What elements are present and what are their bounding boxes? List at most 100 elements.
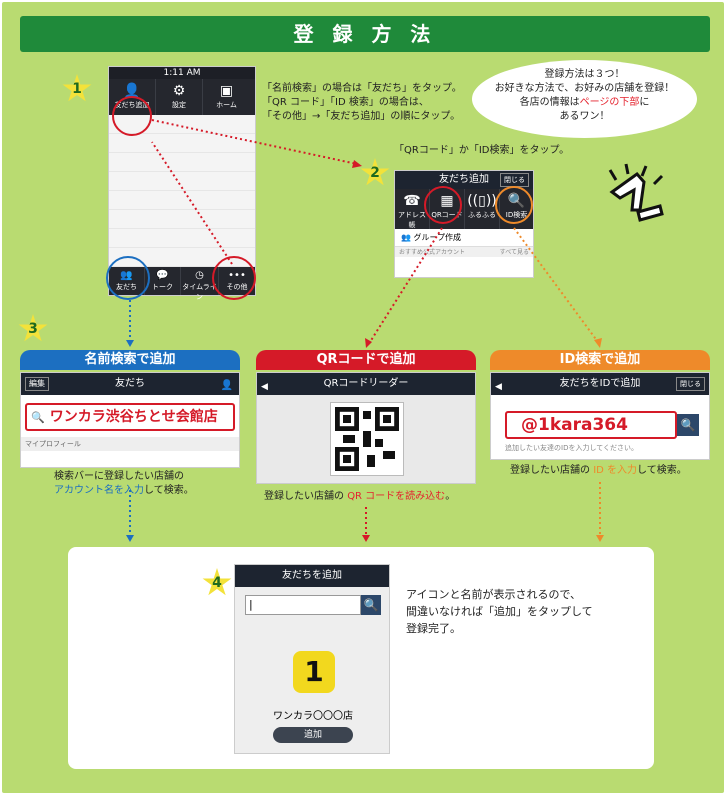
store-name: ワンカラ〇〇〇店 (273, 711, 353, 722)
add-friend-icon[interactable]: 👤 (220, 380, 233, 391)
see-all-link[interactable]: すべて見る (499, 249, 529, 256)
id-search-input[interactable]: @1kara364 (505, 411, 677, 439)
edit-button[interactable]: 編集 (25, 377, 49, 391)
id-desc: 登録したい店舗の ID を入力して検索。 (510, 464, 710, 478)
name-search-input[interactable]: 🔍 ワンカラ渋谷ちとせ会館店 (25, 403, 235, 431)
address-book-label: アドレス帳 (398, 211, 426, 229)
step-4-search-input[interactable]: | (245, 595, 361, 615)
step-2-number: 2 (370, 165, 380, 181)
qr-desc-end: 。 (445, 491, 456, 502)
clock-icon: ◷ (195, 270, 204, 281)
blank-list (109, 115, 255, 267)
bubble-line-3c: に (639, 97, 650, 108)
qr-title: QRコードリーダー (323, 378, 409, 389)
bubble-line-3a: 各店の情報は (519, 97, 580, 108)
id-desc-line-1: 登録したい店舗の (510, 465, 594, 476)
name-desc-line-2: して検索。 (144, 485, 194, 496)
add-button[interactable]: 追加 (273, 727, 353, 743)
note-line-2: 「QR コード」「ID 検索」の場合は、 (262, 97, 429, 108)
mascot-icon (602, 162, 672, 232)
store-logo-icon: 1 (293, 651, 335, 693)
step-1-number: 1 (72, 81, 82, 97)
group-create-label: グループ作成 (413, 233, 462, 242)
circle-add-friend (112, 96, 152, 136)
recommended-row: おすすめ公式アカウント すべて見る (395, 247, 533, 257)
name-desc-line-1: 検索バーに登録したい店舗の (54, 471, 184, 482)
add-friend-icon: 👤 (123, 83, 141, 99)
step-4-phone: 友だちを追加 | 🔍 1 ワンカラ〇〇〇店 追加 (234, 564, 390, 754)
back-arrow-icon[interactable]: ◀ (261, 382, 268, 392)
bubble-line-2: お好きな方法で、お好みの店舗を登録！ (494, 83, 675, 94)
qr-header: QRコードで追加 (256, 350, 476, 370)
id-search-value: @1kara364 (521, 415, 628, 435)
id-search-phone: ◀ 友だちをIDで追加 閉じる @1kara364 🔍 追加したい友達のIDを入… (490, 372, 710, 460)
shake-icon: ((▯)) (467, 193, 497, 209)
circle-other (212, 256, 256, 300)
step-2-header: 友だち追加 閉じる (395, 171, 533, 189)
qr-code-icon (330, 402, 404, 476)
bubble-line-4: あるワン！ (559, 111, 610, 122)
circle-friends (106, 256, 150, 300)
shake-label: ふるふる (468, 211, 496, 219)
step-2-title: 友だち追加 (439, 174, 489, 185)
search-icon: 🔍 (31, 411, 45, 424)
home-label: ホーム (216, 101, 237, 109)
id-search-title: 友だちをIDで追加 (559, 378, 641, 389)
id-desc-end: して検索。 (637, 465, 687, 476)
my-profile-label: マイプロフィール (25, 440, 81, 448)
step-2-note: 「QRコード」か「ID検索」をタップ。 (394, 145, 570, 156)
recommended-label: おすすめ公式アカウント (399, 249, 466, 256)
my-profile-row: マイプロフィール (21, 437, 239, 451)
note-line-3: 「その他」→「友だち追加」の順にタップ。 (262, 111, 461, 122)
close-button[interactable]: 閉じる (676, 377, 705, 391)
step-3-number: 3 (28, 321, 38, 337)
name-search-title: 友だち (115, 378, 145, 389)
bubble-line-3b: ページの下部 (579, 97, 640, 108)
name-search-header: 名前検索で追加 (20, 350, 240, 370)
name-search-desc: 検索バーに登録したい店舗の アカウント名を入力して検索。 (54, 470, 254, 498)
step-4-desc-line-2: 間違いなければ「追加」をタップして (406, 605, 593, 618)
search-icon[interactable]: 🔍 (361, 595, 381, 615)
page-title: 登 録 方 法 (20, 16, 710, 52)
status-time: 1:11 AM (163, 68, 201, 78)
id-search-header: ID検索で追加 (490, 350, 710, 370)
step-4-bar: 友だちを追加 (235, 565, 389, 587)
step-4-number: 4 (212, 575, 222, 591)
search-icon[interactable]: 🔍 (677, 414, 699, 436)
circle-qr (424, 186, 462, 224)
chat-icon: 💬 (156, 270, 169, 281)
back-arrow-icon[interactable]: ◀ (495, 382, 502, 392)
qr-desc: 登録したい店舗の QR コードを読み込む。 (264, 490, 484, 504)
id-search-bar: ◀ 友だちをIDで追加 閉じる (491, 373, 709, 395)
qr-phone: ◀ QRコードリーダー (256, 372, 476, 484)
home-tile[interactable]: ▣ ホーム (203, 79, 250, 115)
qr-desc-highlight: QR コードを読み込む (347, 491, 446, 502)
speech-bubble: 登録方法は３つ！ お好きな方法で、お好みの店舗を登録！ 各店の情報はページの下部… (472, 60, 697, 138)
home-icon: ▣ (219, 83, 234, 99)
step-1-note: 「名前検索」の場合は「友だち」をタップ。 「QR コード」「ID 検索」の場合は… (262, 82, 472, 124)
circle-id (495, 186, 533, 224)
tab-timeline-label: タイムライン (182, 283, 217, 301)
phone-icon: ☎ (403, 193, 421, 209)
note-line-1: 「名前検索」の場合は「友だち」をタップ。 (262, 83, 462, 94)
settings-tile[interactable]: ⚙ 設定 (156, 79, 203, 115)
step-4-desc-line-3: 登録完了。 (406, 622, 461, 635)
status-bar: 1:11 AM (109, 67, 255, 79)
name-search-bar: 編集 友だち 👤 (21, 373, 239, 395)
id-desc-highlight: ID を入力 (593, 465, 638, 476)
qr-desc-line-1: 登録したい店舗の (264, 491, 348, 502)
group-create-row[interactable]: 👥 グループ作成 (395, 229, 533, 247)
id-search-hint: 追加したい友達のIDを入力してください。 (505, 444, 639, 452)
tab-talk[interactable]: 💬 トーク (145, 267, 181, 295)
gear-icon: ⚙ (172, 83, 186, 99)
name-search-phone: 編集 友だち 👤 🔍 ワンカラ渋谷ちとせ会館店 マイプロフィール (20, 372, 240, 468)
step-4-desc-line-1: アイコンと名前が表示されるので、 (406, 588, 582, 601)
step-4-desc: アイコンと名前が表示されるので、 間違いなければ「追加」をタップして 登録完了。 (406, 586, 636, 637)
name-search-value: ワンカラ渋谷ちとせ会館店 (49, 409, 218, 425)
settings-label: 設定 (172, 101, 186, 109)
qr-bar: ◀ QRコードリーダー (257, 373, 475, 395)
tab-talk-label: トーク (152, 283, 173, 291)
bubble-line-3: 各店の情報はページの下部に (472, 96, 697, 110)
